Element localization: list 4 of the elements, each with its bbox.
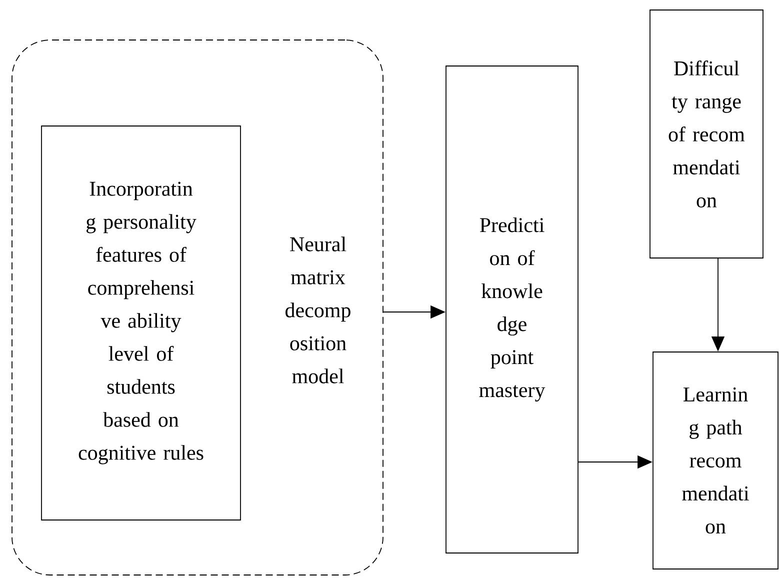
process-box: Predicti on of knowle dge point mastery [446,66,578,554]
process-box: Difficul ty range of recom mendati on [650,10,764,258]
process-box: Learnin g path recom mendati on [652,352,778,570]
process-box: Incorporatin g personality features of comprehensi ve ability level of students based on cognitive rules [41,126,241,520]
